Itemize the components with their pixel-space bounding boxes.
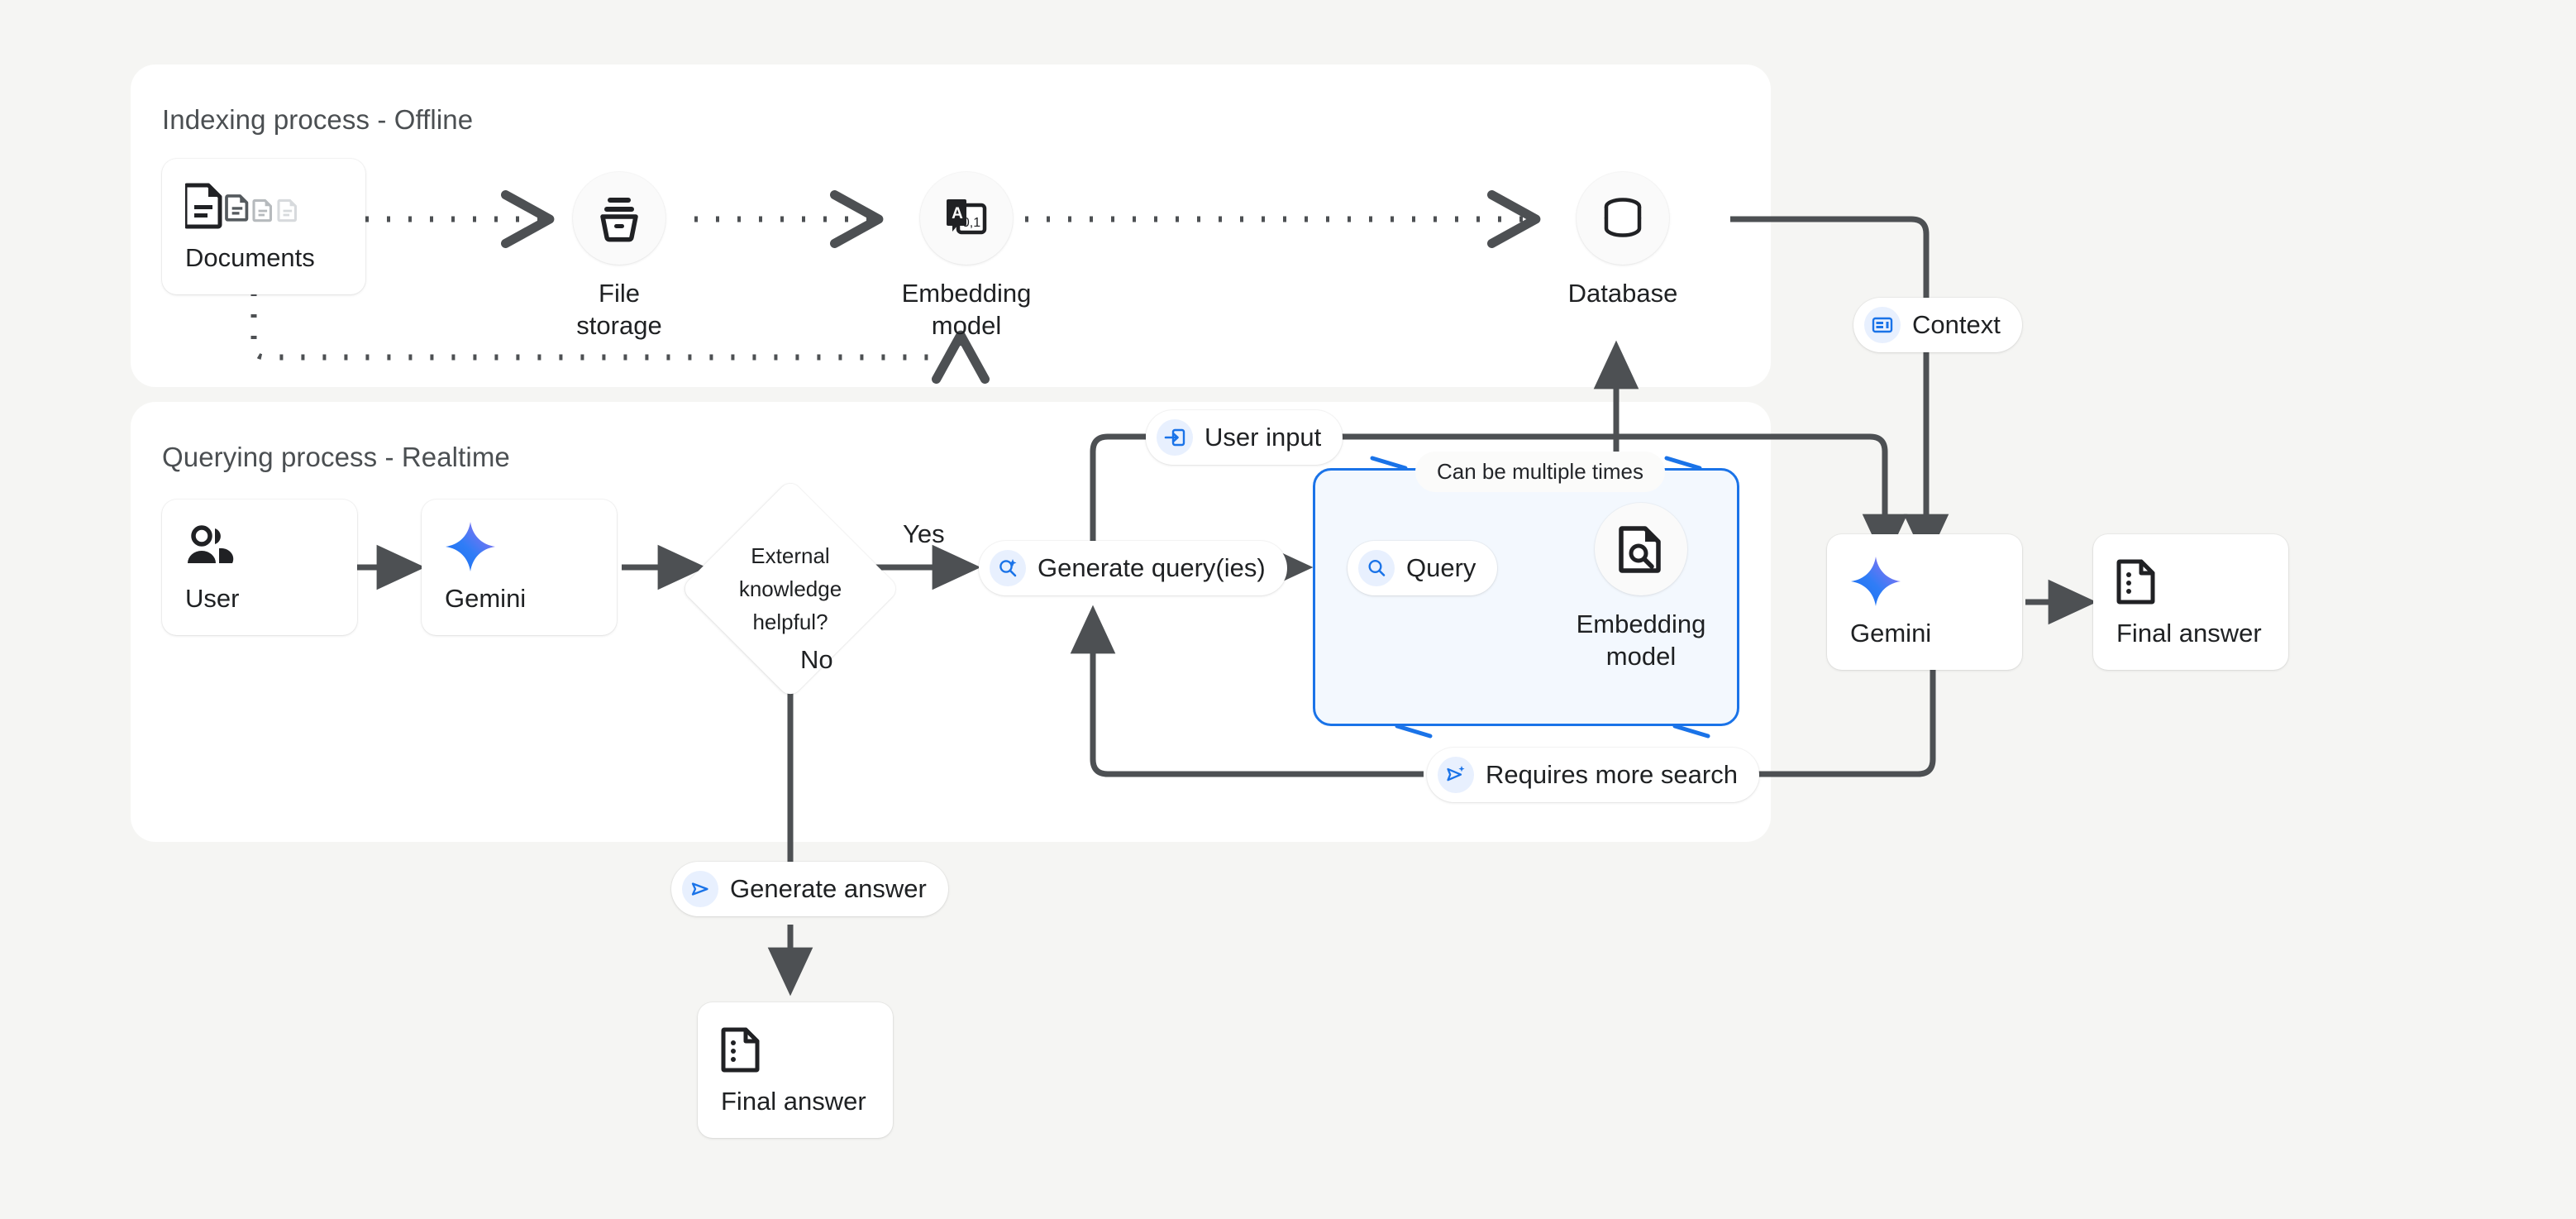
branch-label-yes: Yes [903,519,945,548]
node-embedding-model[interactable]: 0,1 A Embedding model [902,172,1031,342]
node-label: Final answer [721,1087,866,1116]
node-final-answer-bottom[interactable]: Final answer [698,1002,893,1138]
chip-label: Generate query(ies) [1038,553,1266,582]
node-final-answer-right[interactable]: Final answer [2093,534,2288,670]
chip-generate-queries[interactable]: Generate query(ies) [979,541,1287,595]
node-embedding-model-loop[interactable]: Embedding model [1571,503,1711,673]
svg-text:A: A [952,205,963,222]
decision-external-knowledge[interactable]: External knowledge helpful? [680,479,900,699]
node-label: Embedding model [901,279,1032,340]
node-gemini-left[interactable]: Gemini [422,500,617,635]
send-icon [682,871,718,907]
documents-icon [185,180,365,232]
chip-loop-note: Can be multiple times [1415,452,1665,492]
node-label: Final answer [2116,619,2262,648]
answer-doc-icon [721,1024,893,1075]
translate-embedding-icon: 0,1 A [920,172,1013,265]
branch-label-no: No [800,645,833,674]
chip-label: Requires more search [1486,760,1738,789]
node-label: User [185,584,240,613]
chip-label: Context [1912,310,2001,339]
chip-generate-answer[interactable]: Generate answer [671,862,948,916]
chip-requires-more-search[interactable]: Requires more search [1427,748,1759,802]
database-icon [1577,172,1669,265]
chip-label: Query [1406,553,1476,582]
node-label: Database [1567,279,1678,308]
node-gemini-right[interactable]: Gemini [1827,534,2022,670]
gemini-sparkle-icon [1850,556,2022,607]
node-label: Gemini [1850,619,1932,648]
node-database[interactable]: Database [1567,172,1678,310]
svg-text:0,1: 0,1 [962,216,980,230]
chip-label: User input [1205,423,1322,452]
search-icon [1358,550,1395,586]
panel-title-querying: Querying process - Realtime [162,442,510,472]
context-panel-icon [1864,307,1901,343]
decision-text: External knowledge helpful? [689,511,891,667]
node-label: Embedding model [1576,610,1706,671]
answer-doc-icon [2116,556,2288,607]
send-spark-icon [1438,757,1474,793]
gemini-sparkle-icon [445,521,617,572]
chip-query[interactable]: Query [1348,541,1498,595]
loop-note-label: Can be multiple times [1437,459,1643,484]
search-spark-icon [990,550,1026,586]
file-storage-icon [573,172,665,265]
input-arrow-icon [1157,419,1193,456]
chip-context[interactable]: Context [1853,298,2022,352]
node-label: Gemini [445,584,527,613]
node-documents[interactable]: Documents [162,159,365,294]
chip-label: Generate answer [730,874,927,903]
panel-title-indexing: Indexing process - Offline [162,104,474,135]
document-search-icon [1595,503,1687,595]
decision-line-3: helpful? [752,610,828,635]
node-label: Documents [185,243,315,272]
node-user[interactable]: User [162,500,357,635]
decision-line-2: knowledge [738,576,842,601]
users-icon [185,521,357,572]
decision-line-1: External [751,543,830,568]
chip-user-input[interactable]: User input [1146,410,1343,465]
node-file-storage[interactable]: File storage [567,172,671,342]
node-label: File storage [576,279,662,340]
